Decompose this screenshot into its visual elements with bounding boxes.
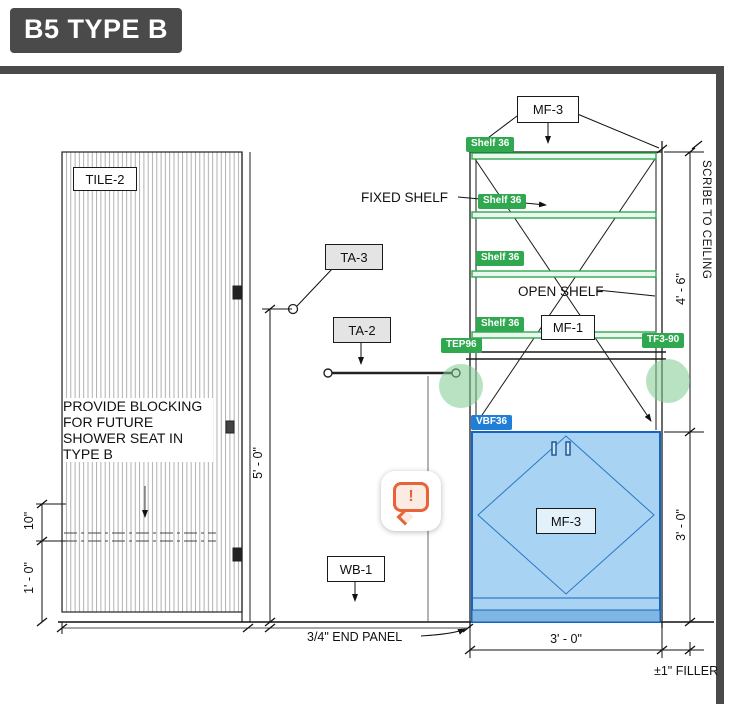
dim-end-panel: 3/4" END PANEL bbox=[307, 630, 403, 644]
drawing-title-badge: B5 TYPE B bbox=[10, 8, 183, 53]
future-seat-lines bbox=[64, 486, 216, 542]
dim-filler: ±1" FILLER bbox=[654, 664, 719, 678]
tag-vbf36[interactable]: VBF36 bbox=[471, 415, 513, 430]
sheet-border-right bbox=[716, 66, 724, 704]
tag-tf3-90[interactable]: TF3-90 bbox=[642, 333, 685, 348]
comment-exclamation: ! bbox=[408, 488, 414, 505]
label-ta-2: TA-2 bbox=[333, 317, 391, 343]
dim-seat-height: 1' - 0" bbox=[22, 562, 36, 594]
tag-shelf-36-2[interactable]: Shelf 36 bbox=[478, 194, 527, 209]
sheet-border-top bbox=[0, 66, 723, 74]
label-mf-3-top: MF-3 bbox=[517, 96, 579, 123]
comment-marker[interactable]: ! bbox=[381, 471, 441, 531]
open-shelf-text: OPEN SHELF bbox=[518, 284, 604, 299]
scribe-to-ceiling-text: SCRIBE TO CEILING bbox=[700, 160, 712, 280]
label-ta-3: TA-3 bbox=[325, 244, 383, 270]
dim-base-height: 3' - 0" bbox=[674, 509, 688, 541]
fixed-shelf-text: FIXED SHELF bbox=[361, 190, 449, 205]
tag-shelf-36-4[interactable]: Shelf 36 bbox=[476, 317, 525, 332]
label-tile-2: TILE-2 bbox=[73, 167, 137, 191]
tag-shelf-36-3[interactable]: Shelf 36 bbox=[476, 251, 525, 266]
label-mf-3-cabinet: MF-3 bbox=[536, 508, 596, 534]
dim-hook-height: 5' - 0" bbox=[251, 447, 265, 479]
status-dot-right[interactable] bbox=[646, 359, 690, 403]
label-wb-1: WB-1 bbox=[327, 556, 385, 582]
blocking-note: PROVIDE BLOCKING FOR FUTURE SHOWER SEAT … bbox=[63, 398, 213, 463]
label-mf-1: MF-1 bbox=[541, 315, 595, 340]
tagged-shelves bbox=[471, 152, 657, 339]
comment-bubble-icon: ! bbox=[393, 482, 429, 512]
dimension-lines bbox=[36, 140, 704, 658]
dim-upper-height: 4' - 6" bbox=[674, 273, 688, 305]
status-dot-left[interactable] bbox=[439, 364, 483, 408]
shower-wall bbox=[61, 151, 251, 622]
tag-tep96[interactable]: TEP96 bbox=[441, 338, 482, 353]
dim-seat-offset: 10" bbox=[22, 511, 36, 531]
dim-base-width: 3' - 0" bbox=[550, 632, 582, 646]
tag-shelf-36-1[interactable]: Shelf 36 bbox=[466, 137, 515, 152]
